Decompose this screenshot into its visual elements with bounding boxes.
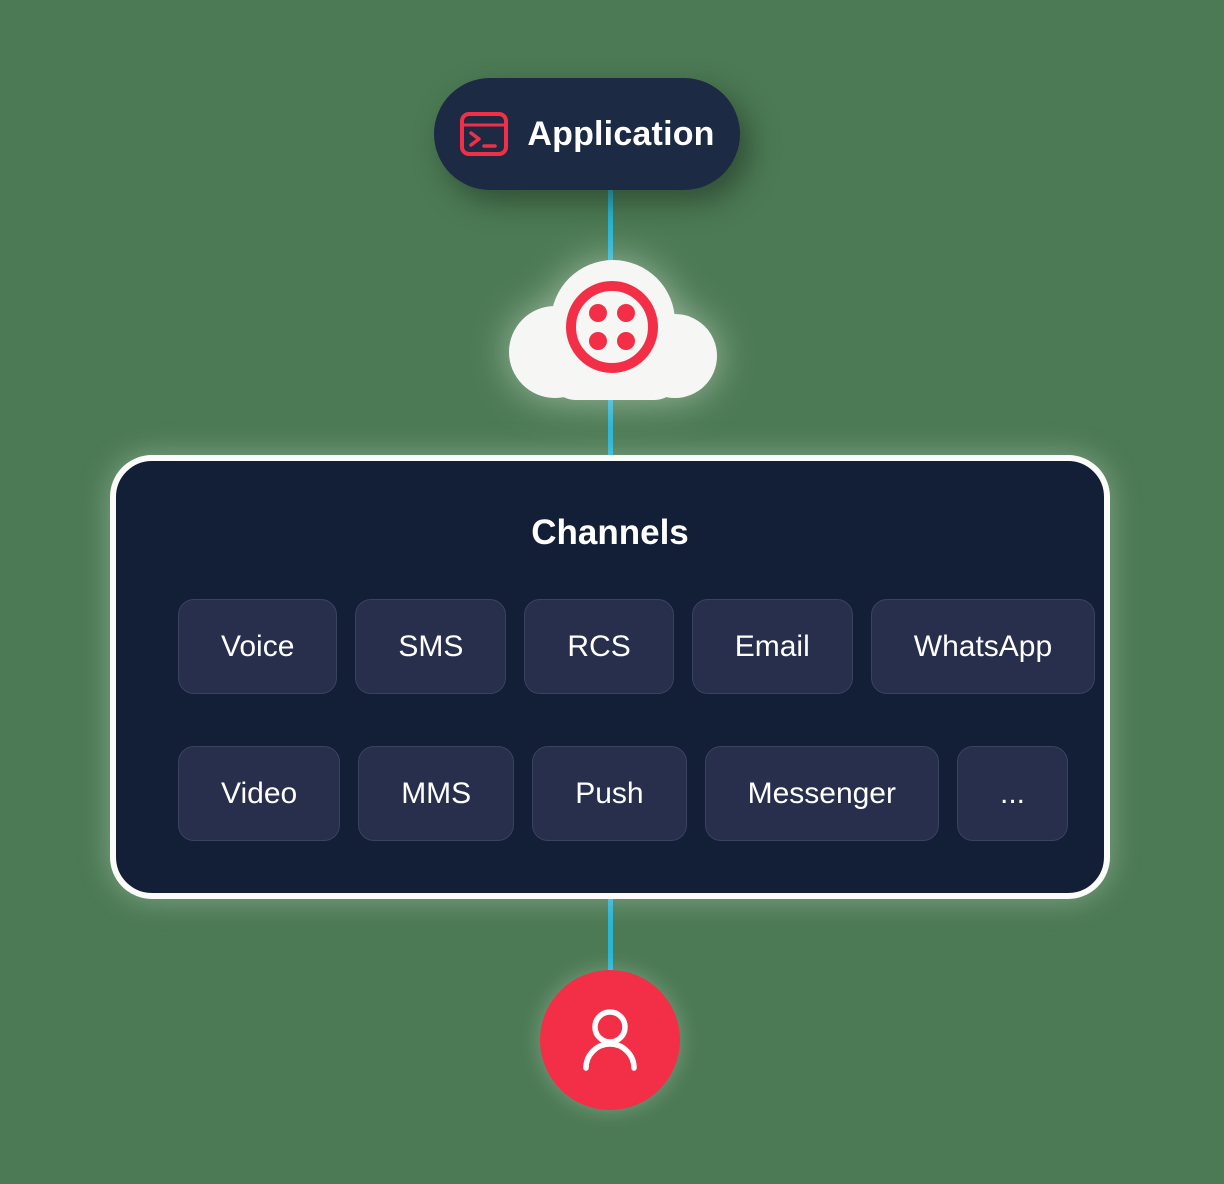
channel-chip-mms: MMS — [358, 746, 515, 841]
channel-chip-push: Push — [532, 746, 687, 841]
user-icon — [564, 994, 656, 1086]
application-node: Application — [434, 78, 740, 190]
channel-chip-voice: Voice — [178, 599, 338, 694]
channels-row-1: Voice SMS RCS Email WhatsApp — [116, 599, 1104, 694]
channel-chip-email: Email — [691, 599, 853, 694]
channels-title: Channels — [531, 513, 689, 552]
cloud-node — [487, 250, 737, 402]
channels-panel: Channels Voice SMS RCS Email WhatsApp Vi… — [110, 455, 1110, 899]
channel-chip-messenger: Messenger — [704, 746, 939, 841]
channel-chip-more: ... — [956, 746, 1068, 841]
terminal-icon — [459, 111, 509, 157]
channel-chip-sms: SMS — [355, 599, 507, 694]
channel-chip-whatsapp: WhatsApp — [870, 599, 1096, 694]
twilio-logo-icon — [562, 277, 662, 377]
channel-chip-rcs: RCS — [524, 599, 674, 694]
channel-chip-video: Video — [178, 746, 341, 841]
application-label: Application — [527, 114, 715, 153]
channels-row-2: Video MMS Push Messenger ... — [116, 746, 1104, 841]
user-node — [540, 970, 680, 1110]
